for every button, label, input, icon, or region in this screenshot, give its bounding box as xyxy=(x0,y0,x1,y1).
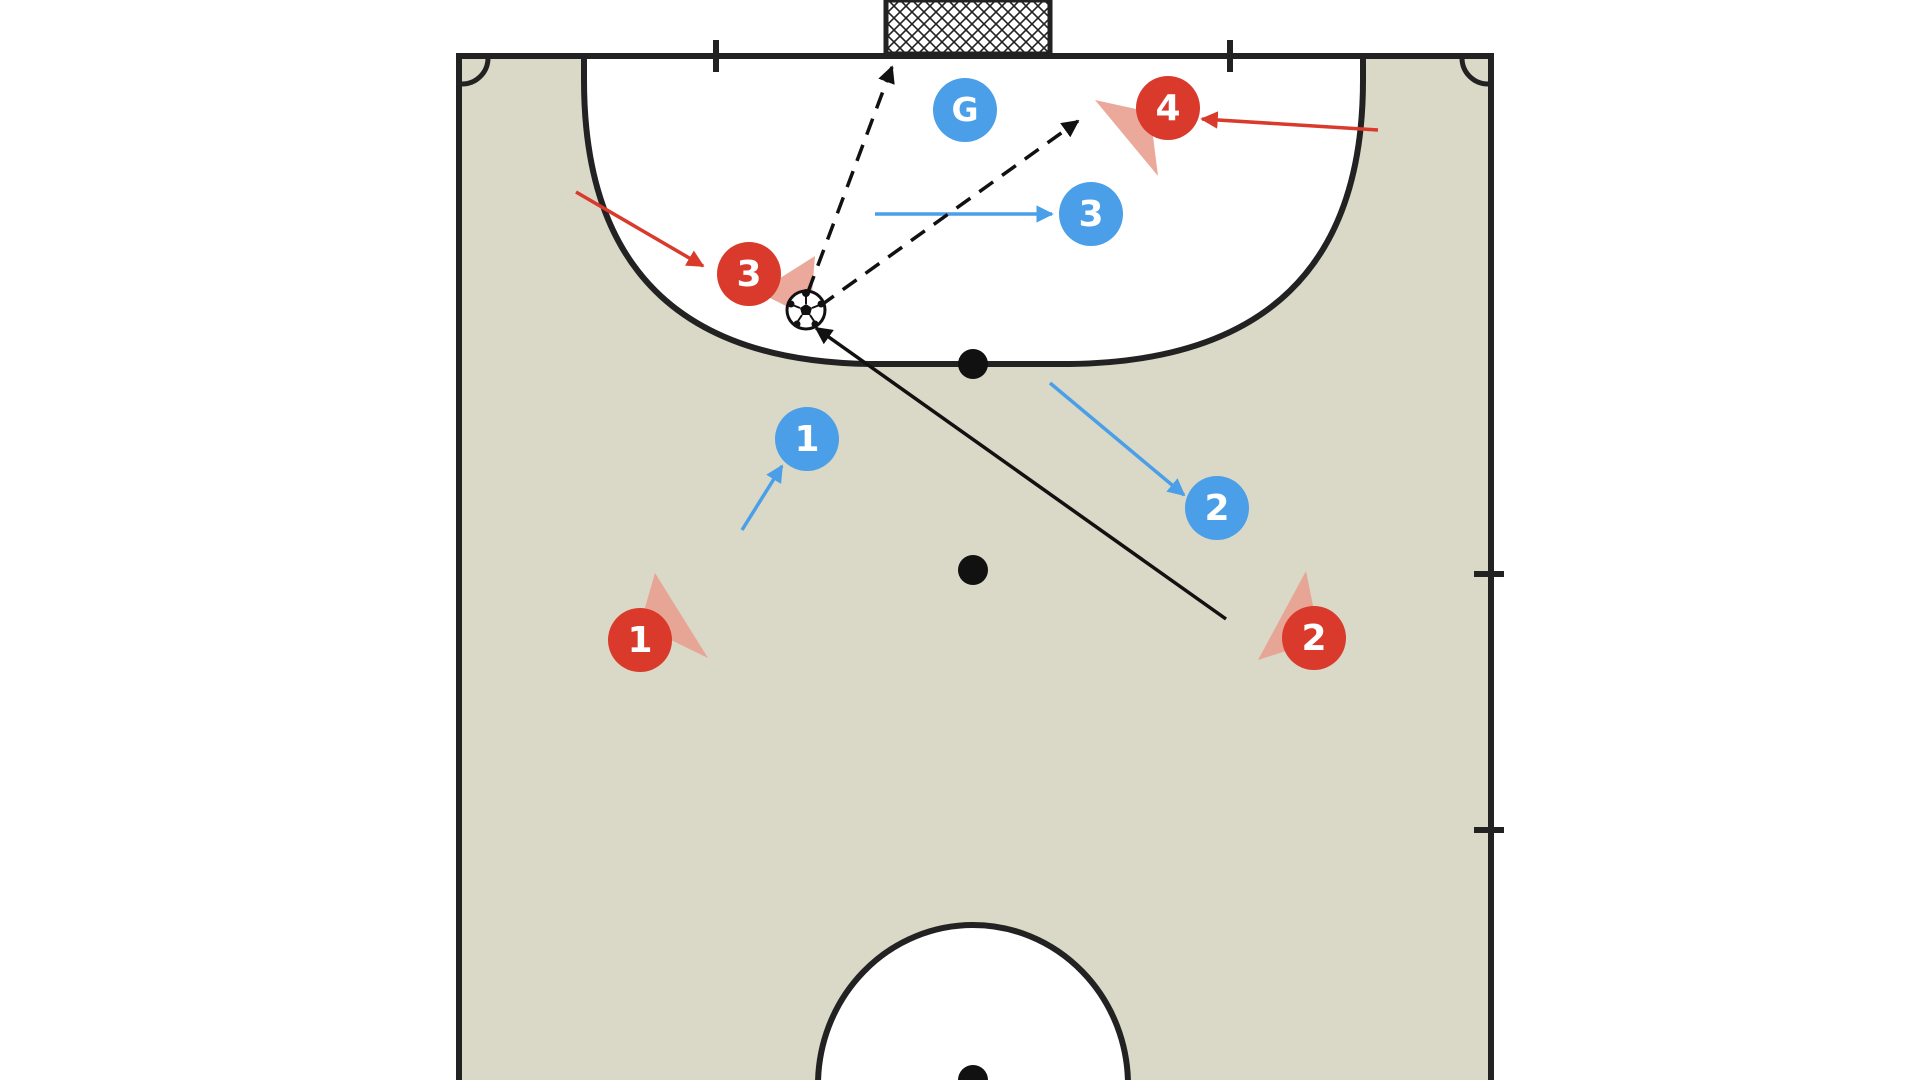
red-player-1: 1 xyxy=(608,608,672,672)
center-circle xyxy=(815,922,1131,1084)
center-spot xyxy=(958,1065,988,1084)
blue-player-goalkeeper-label: G xyxy=(951,90,978,129)
blue-1-run-arrow xyxy=(740,464,784,531)
blue-player-1: 1 xyxy=(775,407,839,471)
red-player-2-label: 2 xyxy=(1301,618,1326,659)
red-player-3: 3 xyxy=(717,242,781,306)
red-player-4: 4 xyxy=(1136,76,1200,140)
red-player-1-cone xyxy=(640,573,708,658)
red-3-run-arrow xyxy=(575,190,705,268)
goal-net-icon xyxy=(883,0,1053,57)
pass-arrow xyxy=(814,326,1228,621)
goal xyxy=(883,0,1053,57)
shot-arrow-right xyxy=(818,119,1080,308)
corner-arc-left xyxy=(461,57,491,87)
blue-player-1-label: 1 xyxy=(794,419,819,460)
red-player-2: 2 xyxy=(1282,606,1346,670)
blue-player-goalkeeper: G xyxy=(933,78,997,142)
blue-player-3-label: 3 xyxy=(1078,194,1103,235)
penalty-spot xyxy=(958,349,988,379)
red-player-1-label: 1 xyxy=(627,620,652,661)
red-4-run-arrow xyxy=(1200,111,1379,132)
red-player-3-label: 3 xyxy=(736,254,761,295)
blue-player-2-label: 2 xyxy=(1204,488,1229,529)
blue-2-run-arrow xyxy=(1048,381,1186,497)
corner-arc-right xyxy=(1459,57,1489,87)
blue-player-2: 2 xyxy=(1185,476,1249,540)
soccer-ball-icon xyxy=(785,289,827,331)
shot-arrow-left xyxy=(806,65,895,293)
second-penalty-spot xyxy=(958,555,988,585)
red-player-4-label: 4 xyxy=(1155,88,1180,129)
blue-player-3: 3 xyxy=(1059,182,1123,246)
